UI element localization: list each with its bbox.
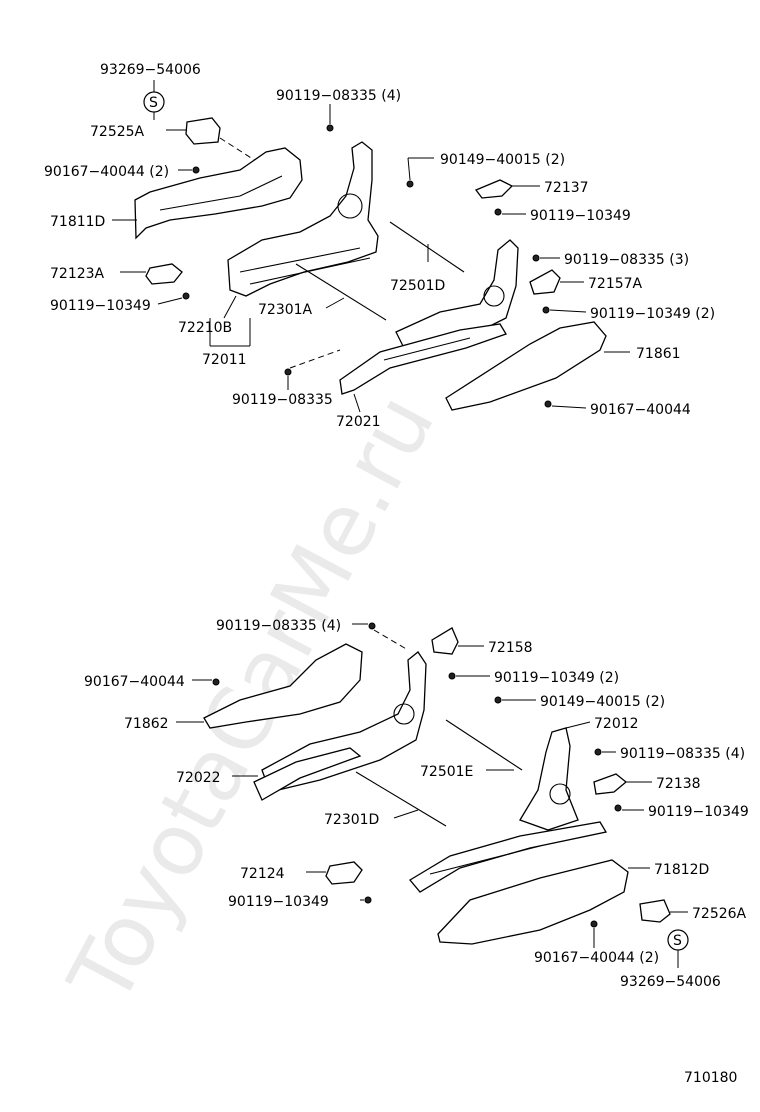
label-93269-54006-top: 93269−54006 [100, 62, 201, 78]
label-90119-10349-top-right: 90119−10349 [530, 208, 631, 224]
label-71862: 71862 [124, 716, 169, 732]
part-71861[interactable] [445, 321, 607, 411]
s-symbol-bottom: S [673, 933, 682, 949]
label-93269-54006-bot: 93269−54006 [620, 974, 721, 990]
label-90119-08335-4-bot: 90119−08335 (4) [216, 618, 341, 634]
label-90119-08335-4-top: 90119−08335 (4) [276, 88, 401, 104]
part-72501D[interactable] [389, 221, 465, 273]
label-71861: 71861 [636, 346, 681, 362]
label-90149-40015-2-bot: 90149−40015 (2) [540, 694, 665, 710]
bolt-90167-40044-2-top [192, 166, 200, 174]
part-72138[interactable] [593, 773, 628, 795]
upper-assembly: S [112, 80, 630, 413]
label-72124: 72124 [240, 866, 285, 882]
label-72137: 72137 [544, 180, 589, 196]
part-72123A[interactable] [145, 263, 183, 285]
part-72012[interactable] [519, 727, 579, 831]
label-72157A: 72157A [588, 276, 643, 292]
label-72158: 72158 [488, 640, 533, 656]
lower-assembly: S [176, 622, 689, 968]
label-72501E: 72501E [420, 764, 473, 780]
bolt-90119-08335-3 [532, 254, 540, 262]
label-72123A: 72123A [50, 266, 105, 282]
part-72022[interactable] [253, 747, 362, 801]
label-90119-08335-mid: 90119−08335 [232, 392, 333, 408]
label-72501D: 72501D [390, 278, 445, 294]
label-72138: 72138 [656, 776, 701, 792]
bolt-90119-10349-2-bot [448, 672, 456, 680]
part-72158[interactable] [431, 627, 459, 655]
bolt-90167-40044-top [544, 400, 552, 408]
label-72011: 72011 [202, 352, 247, 368]
diagram-id: 710180 [684, 1070, 737, 1086]
label-71811D: 71811D [50, 214, 105, 230]
part-71862[interactable] [203, 643, 363, 729]
label-90149-40015-2-top: 90149−40015 (2) [440, 152, 565, 168]
bolt-90119-10349-bot-left [364, 896, 372, 904]
bolt-90149-40015-2-top [406, 180, 414, 188]
label-72021: 72021 [336, 414, 381, 430]
label-90119-10349-2-top: 90119−10349 (2) [590, 306, 715, 322]
part-72157A[interactable] [529, 269, 561, 295]
bolt-90119-10349-2-top [542, 306, 550, 314]
bolt-90167-40044-bot-left [212, 678, 220, 686]
part-71812D[interactable] [437, 859, 629, 945]
bolt-90119-10349-top-left [182, 292, 190, 300]
label-72301A: 72301A [258, 302, 313, 318]
label-90119-10349-top-left: 90119−10349 [50, 298, 151, 314]
part-72124[interactable] [325, 861, 363, 885]
bolt-90149-40015-2-bot [494, 696, 502, 704]
label-90119-08335-4-bot-right: 90119−08335 (4) [620, 746, 745, 762]
part-72137[interactable] [474, 179, 514, 199]
label-90167-40044-2-top: 90167−40044 (2) [44, 164, 169, 180]
part-72301A[interactable] [295, 263, 387, 321]
part-labels: 93269−54006 90119−08335 (4) 72525A 90167… [44, 62, 749, 1086]
bolt-90119-08335-4-bot-right [594, 748, 602, 756]
part-71811D[interactable] [134, 147, 303, 240]
label-71812D: 71812D [654, 862, 709, 878]
part-72525A[interactable] [185, 117, 221, 145]
part-recliner-upper[interactable] [227, 141, 379, 297]
label-72525A: 72525A [90, 124, 145, 140]
part-recliner-lower-left[interactable] [261, 651, 427, 793]
label-90119-10349-bot-left: 90119−10349 [228, 894, 329, 910]
bolt-90119-08335-4-bot [368, 622, 376, 630]
bolt-90167-40044-2-bot [590, 920, 598, 928]
label-90119-10349-bot-right: 90119−10349 [648, 804, 749, 820]
part-track-lower[interactable] [409, 821, 608, 893]
label-90167-40044-2-bot: 90167−40044 (2) [534, 950, 659, 966]
label-90167-40044-top: 90167−40044 [590, 402, 691, 418]
part-72021[interactable] [339, 323, 507, 395]
label-90167-40044-bot-left: 90167−40044 [84, 674, 185, 690]
label-72301D: 72301D [324, 812, 379, 828]
part-72301D[interactable] [355, 771, 447, 827]
label-72210B: 72210B [178, 320, 232, 336]
bolt-90119-08335-mid [284, 368, 292, 376]
label-72022: 72022 [176, 770, 221, 786]
label-90119-10349-2-bot: 90119−10349 (2) [494, 670, 619, 686]
label-72526A: 72526A [692, 906, 747, 922]
bolt-90119-10349-bot-right [614, 804, 622, 812]
label-72012: 72012 [594, 716, 639, 732]
bolt-90119-08335-4-top [326, 124, 334, 132]
s-symbol-top: S [149, 95, 158, 111]
part-72501E[interactable] [445, 719, 523, 771]
bolt-90119-10349-top-right [494, 208, 502, 216]
part-72526A[interactable] [639, 899, 671, 923]
label-90119-08335-3: 90119−08335 (3) [564, 252, 689, 268]
